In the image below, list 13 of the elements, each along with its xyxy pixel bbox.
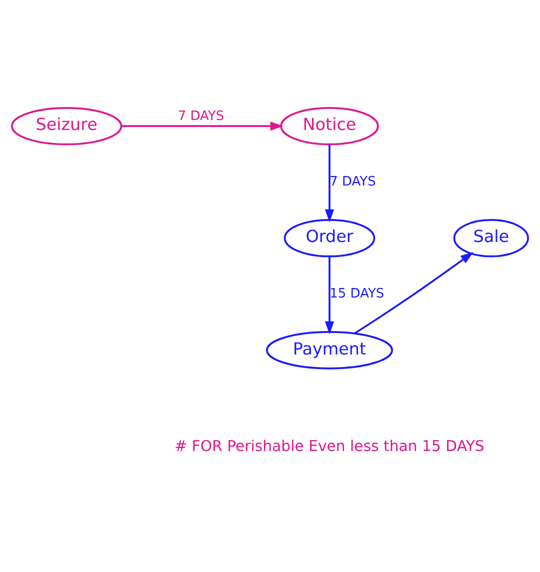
node-ellipse: Notice: [280, 106, 379, 146]
node-ellipse: Sale: [453, 219, 529, 258]
arrow: [354, 252, 474, 334]
node-ellipse: Seizure: [10, 106, 122, 146]
arrow: [121, 122, 284, 131]
arrow: [324, 256, 334, 334]
label: # FOR Perishable Even less than 15 DAYS: [174, 437, 484, 456]
edge-label: 7 DAYS: [330, 174, 376, 190]
node-ellipse: Order: [284, 219, 376, 258]
edge-label: 7 DAYS: [178, 108, 224, 124]
arrow: [324, 144, 334, 222]
node-ellipse: Payment: [266, 331, 393, 370]
edge-label: 15 DAYS: [330, 286, 384, 302]
